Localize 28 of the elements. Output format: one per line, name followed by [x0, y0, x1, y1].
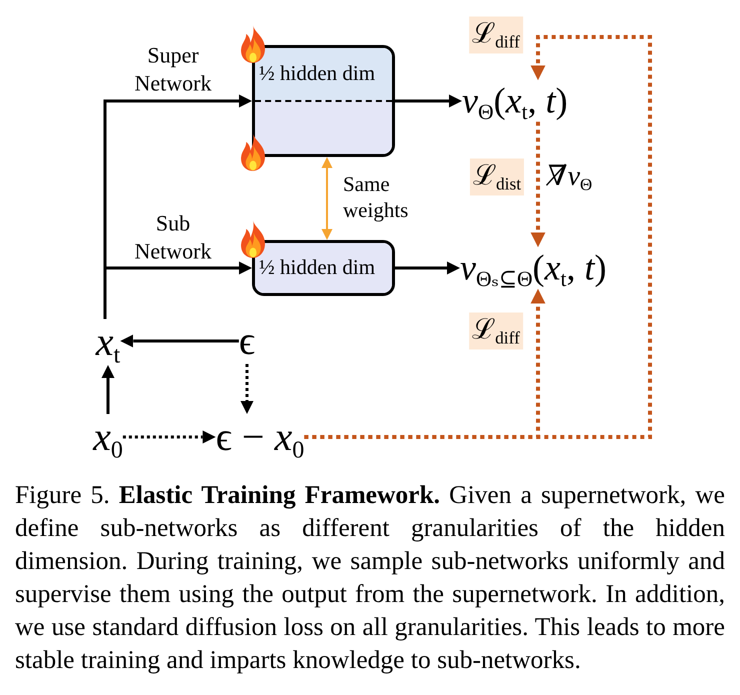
math-label: v$_{Θₛ⊆Θ}$(x$_{t}$, t): [460, 247, 607, 289]
edge-label: Sub Network: [134, 210, 212, 264]
edge-label: Super Network: [134, 42, 212, 96]
arrow: [104, 262, 252, 319]
math-label: ϵ − x$_{0}$: [216, 414, 304, 460]
arrow: [395, 262, 460, 274]
math-label: ∇̸v$_{Θ}$: [548, 160, 592, 194]
math-label: v$_{Θ}$(x$_{t}$, t): [462, 80, 568, 122]
math-label: ϵ: [238, 318, 256, 364]
dotted-arrow: [304, 288, 546, 439]
dotted-arrow: [122, 430, 216, 444]
arrow: [120, 334, 239, 348]
edge-label: ℒ$_{dist}$: [470, 158, 524, 196]
block-label: ½ hidden dim: [259, 62, 376, 86]
math-label: x$_{t}$: [96, 319, 120, 365]
double-headed-arrow: [322, 157, 332, 240]
block-label: ½ hidden dim: [259, 256, 376, 280]
network-block: [252, 45, 395, 157]
edge-label: ℒ$_{diff}$: [469, 16, 523, 54]
network-block: [252, 240, 395, 296]
arrow: [102, 365, 114, 414]
dotted-arrow: [240, 364, 254, 414]
math-label: x$_{0}$: [93, 414, 123, 460]
edge-label: ℒ$_{diff}$: [469, 312, 523, 350]
edge-label: Same weights: [343, 170, 408, 224]
arrow: [395, 94, 462, 108]
figure-caption: Figure 5. Elastic Training Framework. Given a supernetwork, we define sub-networks as different granularities of the hidden dimension. During training, we sample sub-networks uniformly and supervise them using the output from the supernetwork. In addition, we use standard diffusion loss on all granularities. This leads to more stable training and imparts knowledge to sub-networks.: [15, 479, 725, 676]
dotted-arrow: [530, 122, 546, 248]
